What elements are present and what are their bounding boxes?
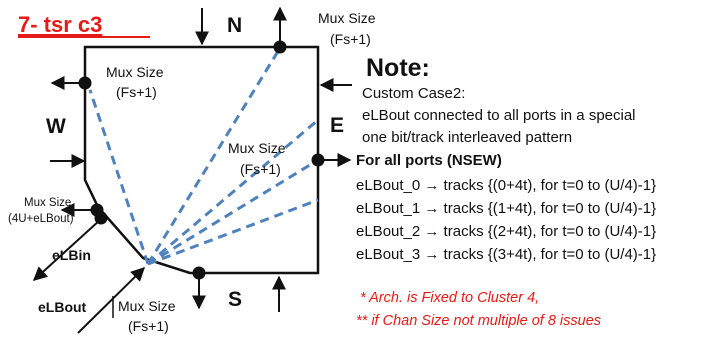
- north-port-dot: [273, 40, 287, 54]
- dashed-line-to-east-2: [147, 158, 319, 266]
- mux-label-west-top-line1: Mux Size: [106, 64, 164, 80]
- ports-heading: For all ports (NSEW): [356, 152, 502, 169]
- dashed-line-to-north: [146, 47, 282, 265]
- port-arrows: [32, 6, 352, 334]
- north-label: N: [227, 14, 242, 37]
- elbin-arrow: [32, 219, 101, 281]
- mux-label-west-top-line2: (Fs+1): [116, 84, 157, 100]
- note-line-3: one bit/track interleaved pattern: [362, 129, 572, 146]
- connection-lines: [88, 47, 319, 266]
- elbout-arrow: [77, 267, 145, 334]
- mapping-line-1: eLBout_1 → tracks {(1+4t), for t=0 to (U…: [356, 200, 656, 217]
- west-label: W: [46, 115, 66, 138]
- mux-label-west-corner-line2: (4U+eLBout): [8, 213, 74, 225]
- diagram-title: 7- tsr c3: [18, 12, 102, 37]
- note-line-2: eLBout connected to all ports in a speci…: [362, 107, 636, 124]
- dashed-line-to-west-top: [88, 89, 150, 265]
- dashed-line-to-east-3: [147, 198, 319, 266]
- elbout-label: eLBout: [38, 299, 87, 315]
- mux-label-east-inner-line1: Mux Size: [228, 140, 286, 156]
- note-line-1: Custom Case2:: [362, 85, 465, 102]
- mux-label-north-line2: (Fs+1): [330, 31, 371, 47]
- mapping-line-0: eLBout_0 → tracks {(0+4t), for t=0 to (U…: [356, 177, 656, 194]
- elbin-label: eLBin: [52, 247, 91, 263]
- switch-block-outline: [83, 45, 320, 275]
- footnote-2: ** if Chan Size not multiple of 8 issues: [356, 313, 601, 329]
- east-label: E: [330, 114, 344, 137]
- mux-label-south-line2: (Fs+1): [128, 318, 169, 334]
- note-heading: Note:: [366, 54, 430, 82]
- mapping-line-3: eLBout_3 → tracks {(3+4t), for t=0 to (U…: [356, 246, 656, 263]
- mux-label-south-line1: Mux Size: [118, 298, 176, 314]
- mux-label-north-line1: Mux Size: [318, 10, 376, 26]
- south-port-dot: [192, 266, 206, 280]
- mux-label-west-corner-line1: Mux Size: [24, 197, 71, 209]
- mux-label-east-inner-line2: (Fs+1): [240, 161, 281, 177]
- footnote-1: * Arch. is Fixed to Cluster 4,: [360, 290, 539, 306]
- mapping-line-2: eLBout_2 → tracks {(2+4t), for t=0 to (U…: [356, 223, 656, 240]
- dashed-line-to-east-1: [147, 118, 319, 266]
- south-label: S: [228, 288, 242, 311]
